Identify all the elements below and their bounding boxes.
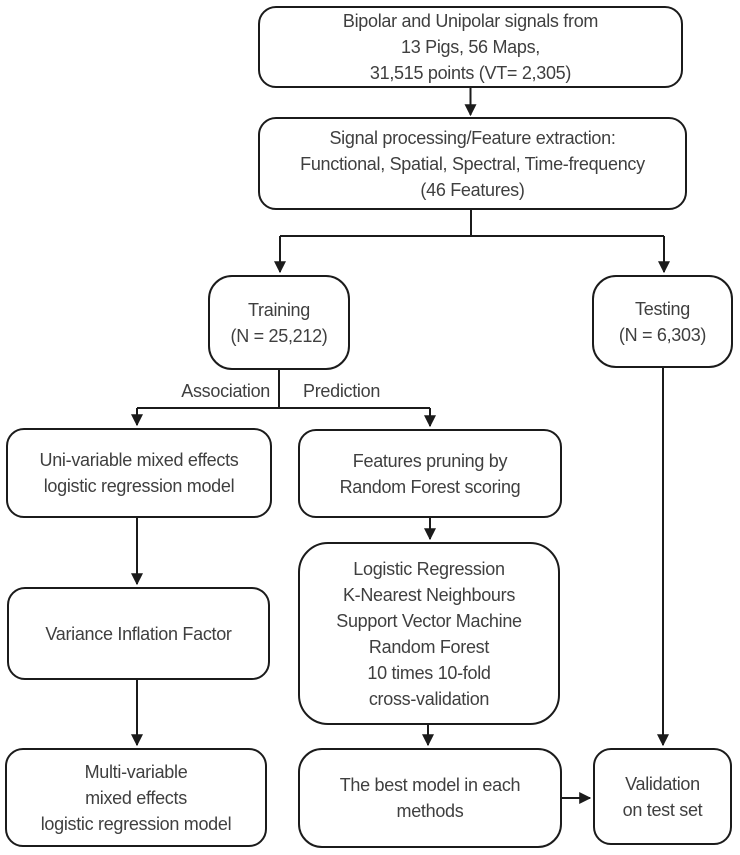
node-features-pruning: Features pruning by Random Forest scorin… bbox=[298, 429, 562, 518]
node-validation-test-set: Validation on test set bbox=[593, 748, 732, 845]
node-univariable-model: Uni-variable mixed effects logistic regr… bbox=[6, 428, 272, 518]
node-multivariable-model: Multi-variable mixed effects logistic re… bbox=[5, 748, 267, 847]
node-model-candidates: Logistic Regression K-Nearest Neighbours… bbox=[298, 542, 560, 725]
node-testing-set: Testing (N = 6,303) bbox=[592, 275, 733, 368]
node-best-model: The best model in each methods bbox=[298, 748, 562, 848]
node-source-signals: Bipolar and Unipolar signals from 13 Pig… bbox=[258, 6, 683, 88]
node-variance-inflation-factor: Variance Inflation Factor bbox=[7, 587, 270, 680]
edge-label-prediction: Prediction bbox=[303, 381, 381, 401]
node-signal-processing: Signal processing/Feature extraction: Fu… bbox=[258, 117, 687, 210]
node-training-set: Training (N = 25,212) bbox=[208, 275, 350, 370]
edge-label-association: Association bbox=[181, 381, 270, 401]
